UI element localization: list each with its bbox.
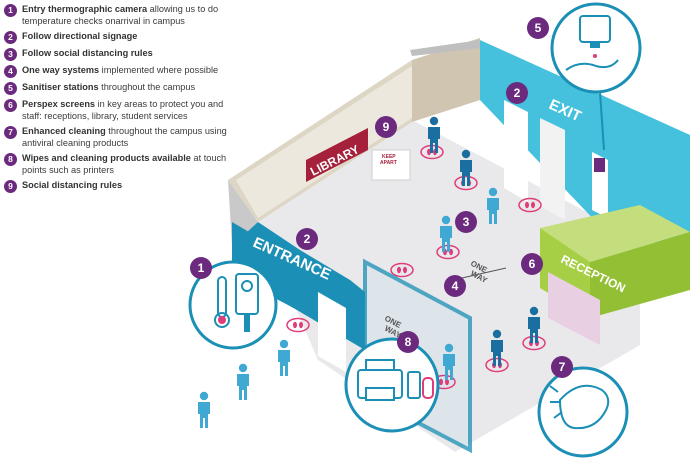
legend-bold: Perspex screens [22, 99, 96, 109]
legend-item-8: 8 Wipes and cleaning products available a… [4, 153, 239, 176]
legend: 1 Entry thermographic camera allowing us … [4, 4, 239, 197]
sanitiser-dispenser [594, 158, 605, 172]
thermometer-icon [214, 276, 230, 328]
wall-top [410, 40, 480, 56]
person-icon [198, 391, 210, 428]
marker-4: 4 [452, 279, 459, 293]
keep-apart-text: APART [380, 160, 397, 166]
marker-7: 7 [559, 360, 566, 374]
legend-item-5: 5 Sanitiser stations throughout the campu… [4, 82, 239, 95]
printer-icon [357, 359, 403, 401]
exit-door [540, 118, 565, 220]
legend-bold: Wipes and cleaning products available [22, 153, 191, 163]
legend-bold: One way systems [22, 65, 100, 75]
legend-item-4: 4 One way systems implemented where possi… [4, 65, 239, 78]
marker-3: 3 [463, 215, 470, 229]
legend-text: in key areas to protect you and staff: r… [22, 99, 224, 121]
marker-6: 6 [529, 257, 536, 271]
legend-number: 1 [4, 4, 17, 17]
printer-callout [344, 337, 440, 433]
legend-item-6: 6 Perspex screens in key areas to protect… [4, 99, 239, 122]
cleaning-spray-icon [407, 371, 434, 399]
legend-bold: Enhanced cleaning [22, 126, 106, 136]
callout-line [599, 91, 605, 151]
legend-item-9: 9 Social distancing rules [4, 180, 239, 193]
library-sign [306, 128, 368, 182]
reception-desk [548, 272, 600, 345]
legend-text: throughout the campus [98, 82, 196, 92]
legend-text: throughout the campus using antiviral cl… [22, 126, 227, 148]
legend-text: at touch points such as printers [22, 153, 227, 175]
legend-text: allowing us to do temperature checks ona… [22, 4, 219, 26]
legend-number: 5 [4, 82, 17, 95]
legend-bold: Follow social distancing rules [22, 48, 153, 58]
marker-2: 2 [514, 86, 521, 100]
keep-apart-sign [371, 149, 411, 181]
marker-1: 1 [198, 261, 205, 275]
legend-number: 3 [4, 48, 17, 61]
marker-9: 9 [383, 120, 390, 134]
legend-number: 7 [4, 126, 17, 139]
keep-apart-text: KEEP [382, 154, 396, 160]
marker-2: 2 [304, 232, 311, 246]
one-way-arrow [461, 267, 507, 279]
legend-text: implemented where possible [99, 65, 219, 75]
library-glass [236, 66, 412, 218]
legend-number: 9 [4, 180, 17, 193]
camera-callout [188, 260, 278, 350]
legend-bold: Sanitiser stations [22, 82, 99, 92]
legend-item-1: 1 Entry thermographic camera allowing us … [4, 4, 239, 27]
exit-door [504, 100, 528, 202]
marker-5: 5 [535, 21, 542, 35]
legend-number: 8 [4, 153, 17, 166]
legend-number: 4 [4, 65, 17, 78]
camera-device-icon [235, 273, 259, 332]
legend-number: 2 [4, 31, 17, 44]
number-markers: 1 2 2 3 4 5 6 7 8 9 [190, 17, 573, 378]
legend-item-7: 7 Enhanced cleaning throughout the campus… [4, 126, 239, 149]
cleaning-callout [537, 366, 629, 458]
person-icon [278, 339, 290, 376]
reception-roof [540, 205, 690, 262]
back-wall [412, 38, 480, 122]
legend-item-2: 2 Follow directional signage [4, 31, 239, 44]
exit-wall [480, 40, 690, 248]
person-icon [237, 363, 249, 400]
entrance-door [318, 292, 346, 372]
hand-sanitiser-icon [565, 15, 619, 71]
hand-wipe-icon [549, 384, 610, 430]
legend-number: 6 [4, 99, 17, 112]
legend-bold: Follow directional signage [22, 31, 138, 41]
legend-bold: Social distancing rules [22, 180, 123, 190]
reception-side [590, 232, 690, 318]
marker-8: 8 [405, 335, 412, 349]
legend-bold: Entry thermographic camera [22, 4, 148, 14]
legend-item-3: 3 Follow social distancing rules [4, 48, 239, 61]
